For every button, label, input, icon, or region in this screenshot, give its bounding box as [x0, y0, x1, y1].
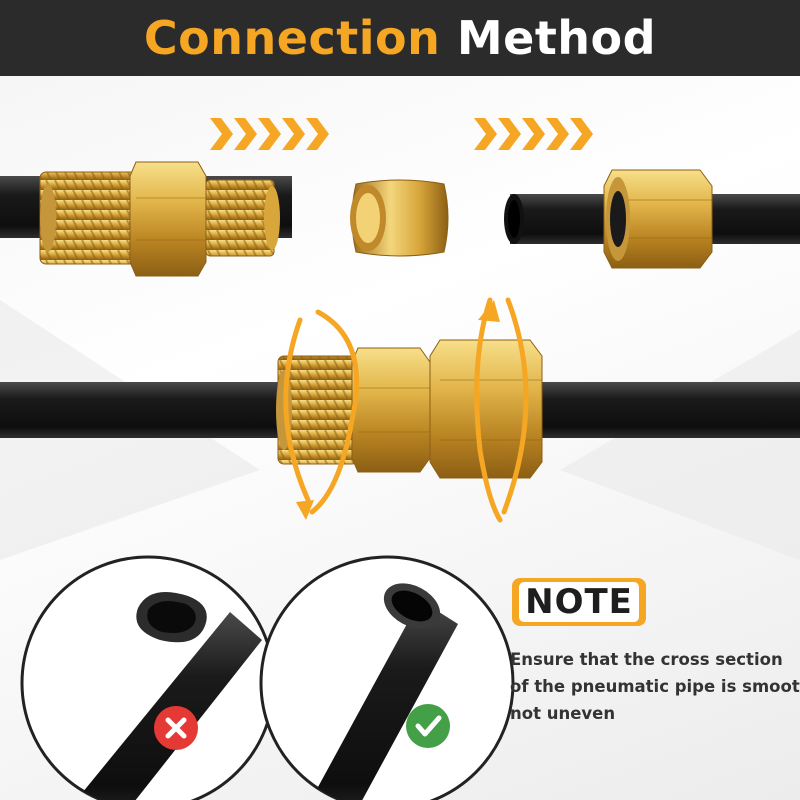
note-badge: NOTE: [512, 578, 646, 626]
uneven-cut-example: [20, 555, 276, 800]
page-title: Connection Method: [144, 11, 656, 65]
title-rest: Method: [456, 11, 657, 65]
connection-illustration: [0, 118, 800, 800]
header-banner: Connection Method: [0, 0, 800, 76]
male-fitting: [39, 161, 280, 277]
brass-ferrule: [350, 179, 449, 257]
chevron-right-icon: [210, 118, 329, 150]
note-text: Ensure that the cross section of the pne…: [510, 646, 800, 727]
title-highlight: Connection: [143, 11, 441, 65]
rotate-arrow-icon: [296, 500, 314, 520]
compression-nut: [603, 169, 713, 269]
note-line: of the pneumatic pipe is smooth: [510, 677, 800, 696]
note-line: not uneven: [510, 704, 616, 723]
chevron-right-icon: [474, 118, 593, 150]
rotate-arrow-icon: [283, 309, 360, 515]
note-label: NOTE: [519, 582, 639, 622]
assembled-fitting: [276, 339, 543, 479]
note-line: Ensure that the cross section: [510, 650, 783, 669]
check-mark-icon: [415, 715, 442, 737]
smooth-cut-example: [259, 555, 515, 800]
rotate-arrow-icon: [478, 300, 500, 322]
check-mark-icon: [406, 704, 450, 748]
rotate-arrow-icon: [474, 297, 529, 523]
x-mark-icon: [165, 717, 187, 739]
